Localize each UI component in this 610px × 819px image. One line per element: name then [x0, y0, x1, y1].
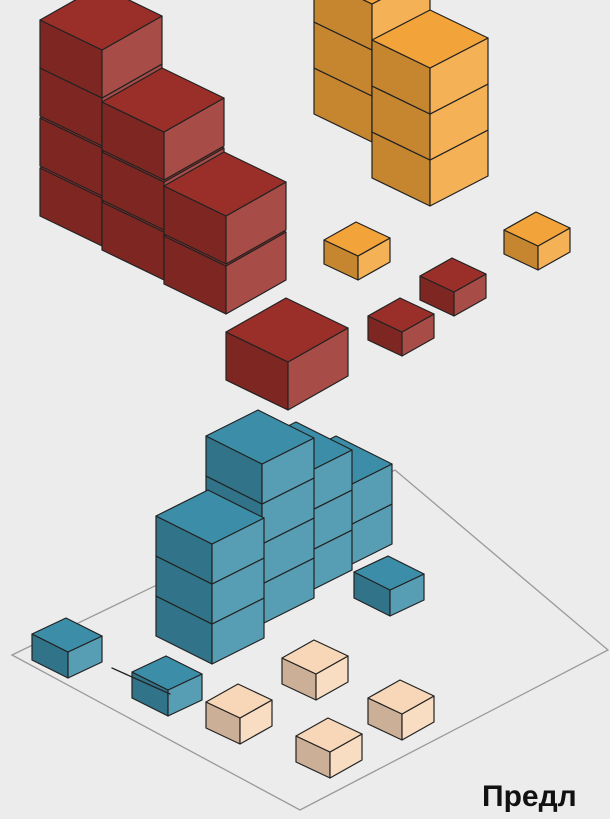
teal-structure: [32, 410, 424, 716]
orange-block: [314, 0, 488, 206]
cube: [368, 298, 434, 356]
cube: [132, 656, 202, 716]
small-loose-cubes: [324, 212, 570, 356]
peach-cubes: [206, 640, 434, 778]
cube: [206, 684, 272, 744]
cube: [504, 212, 570, 270]
cube: [226, 298, 348, 410]
cube: [32, 618, 102, 678]
cube: [324, 222, 390, 280]
cube: [282, 640, 348, 700]
caption-text: Предл: [482, 780, 577, 814]
cube: [368, 680, 434, 740]
cube: [420, 258, 486, 316]
cube: [296, 718, 362, 778]
red-staircase: [40, 0, 348, 410]
cube: [354, 556, 424, 616]
